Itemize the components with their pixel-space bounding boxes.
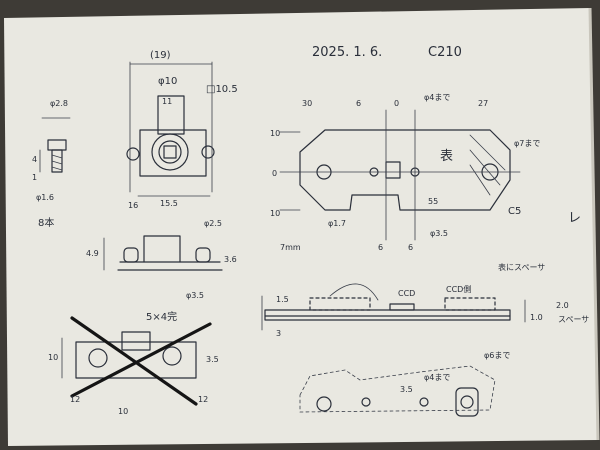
- screw-sketch: [39, 117, 71, 173]
- plate-m6b: 6: [408, 243, 413, 252]
- crossed-h35: 3.5: [206, 355, 219, 364]
- screw-shaft: φ1.6: [36, 193, 54, 202]
- screw-len: 4: [32, 155, 37, 164]
- plate-d7: φ7まで: [514, 139, 540, 148]
- side-d35: φ3.5: [186, 291, 204, 300]
- plate-omote: 表: [440, 149, 453, 164]
- section-ccdside: CCD側: [446, 284, 471, 294]
- plate-m6a: 6: [378, 243, 383, 252]
- top-d11: 11: [162, 97, 172, 106]
- plate-c5: C5: [508, 206, 521, 217]
- crossed-a12: 12: [70, 395, 80, 404]
- plate-n55: 55: [428, 197, 438, 206]
- margin-mark: レ: [568, 211, 581, 226]
- plate-r0: 0: [272, 169, 277, 178]
- crossed-slot: 5×4完: [146, 310, 177, 323]
- bottom-n35: 3.5: [400, 385, 413, 394]
- plate-drawing: [279, 109, 521, 241]
- bottom-sketch: [299, 365, 496, 417]
- header-code: C210: [428, 45, 462, 60]
- top-hole: □10.5: [206, 84, 238, 95]
- crossed-b12: 12: [198, 395, 208, 404]
- plate-d35: φ3.5: [430, 229, 448, 238]
- side-d25: φ2.5: [204, 219, 222, 228]
- crossed-out-drawing: [61, 316, 212, 406]
- section-h15: 1.5: [276, 295, 289, 304]
- side-h36: 3.6: [224, 255, 237, 264]
- section-spacer: スペーサ: [558, 315, 589, 324]
- plate-m7: 7mm: [280, 243, 301, 252]
- crossed-h10: 10: [48, 353, 58, 362]
- top-w16: 16: [128, 201, 138, 210]
- side-h49: 4.9: [86, 249, 99, 258]
- plate-t27: 27: [478, 99, 488, 108]
- cross-section-drawing: [261, 283, 526, 331]
- plate-r10b: 10: [270, 209, 280, 218]
- top-inner: φ10: [158, 76, 177, 87]
- screw-head-dia: φ2.8: [50, 99, 68, 108]
- section-t10: 1.0: [530, 313, 543, 322]
- crossed-w10: 10: [118, 407, 128, 416]
- bottom-d6: φ6まで: [484, 351, 510, 360]
- paper-edge: [588, 7, 600, 441]
- plate-d17: φ1.7: [328, 219, 346, 228]
- plate-t0: 0: [394, 99, 399, 108]
- plate-t30: 30: [302, 99, 312, 108]
- plate-r10a: 10: [270, 129, 280, 138]
- plate-note-phi4: φ4まで: [424, 93, 450, 102]
- top-view-drawing: [126, 61, 215, 197]
- plate-t6: 6: [356, 99, 361, 108]
- screw-count: 8本: [38, 216, 54, 229]
- top-w155: 15.5: [160, 199, 178, 208]
- section-ccd: CCD: [398, 289, 415, 298]
- paper-sheet: [4, 8, 598, 446]
- top-width: (19): [150, 50, 171, 61]
- section-h3: 3: [276, 329, 281, 338]
- section-t20: 2.0: [556, 301, 569, 310]
- side-view-drawing: [103, 235, 223, 271]
- screw-head-h: 1: [32, 173, 37, 182]
- section-surf: 表にスペーサ: [498, 262, 545, 272]
- header-date: 2025. 1. 6.: [312, 45, 382, 60]
- bottom-d4: φ4まで: [424, 373, 450, 382]
